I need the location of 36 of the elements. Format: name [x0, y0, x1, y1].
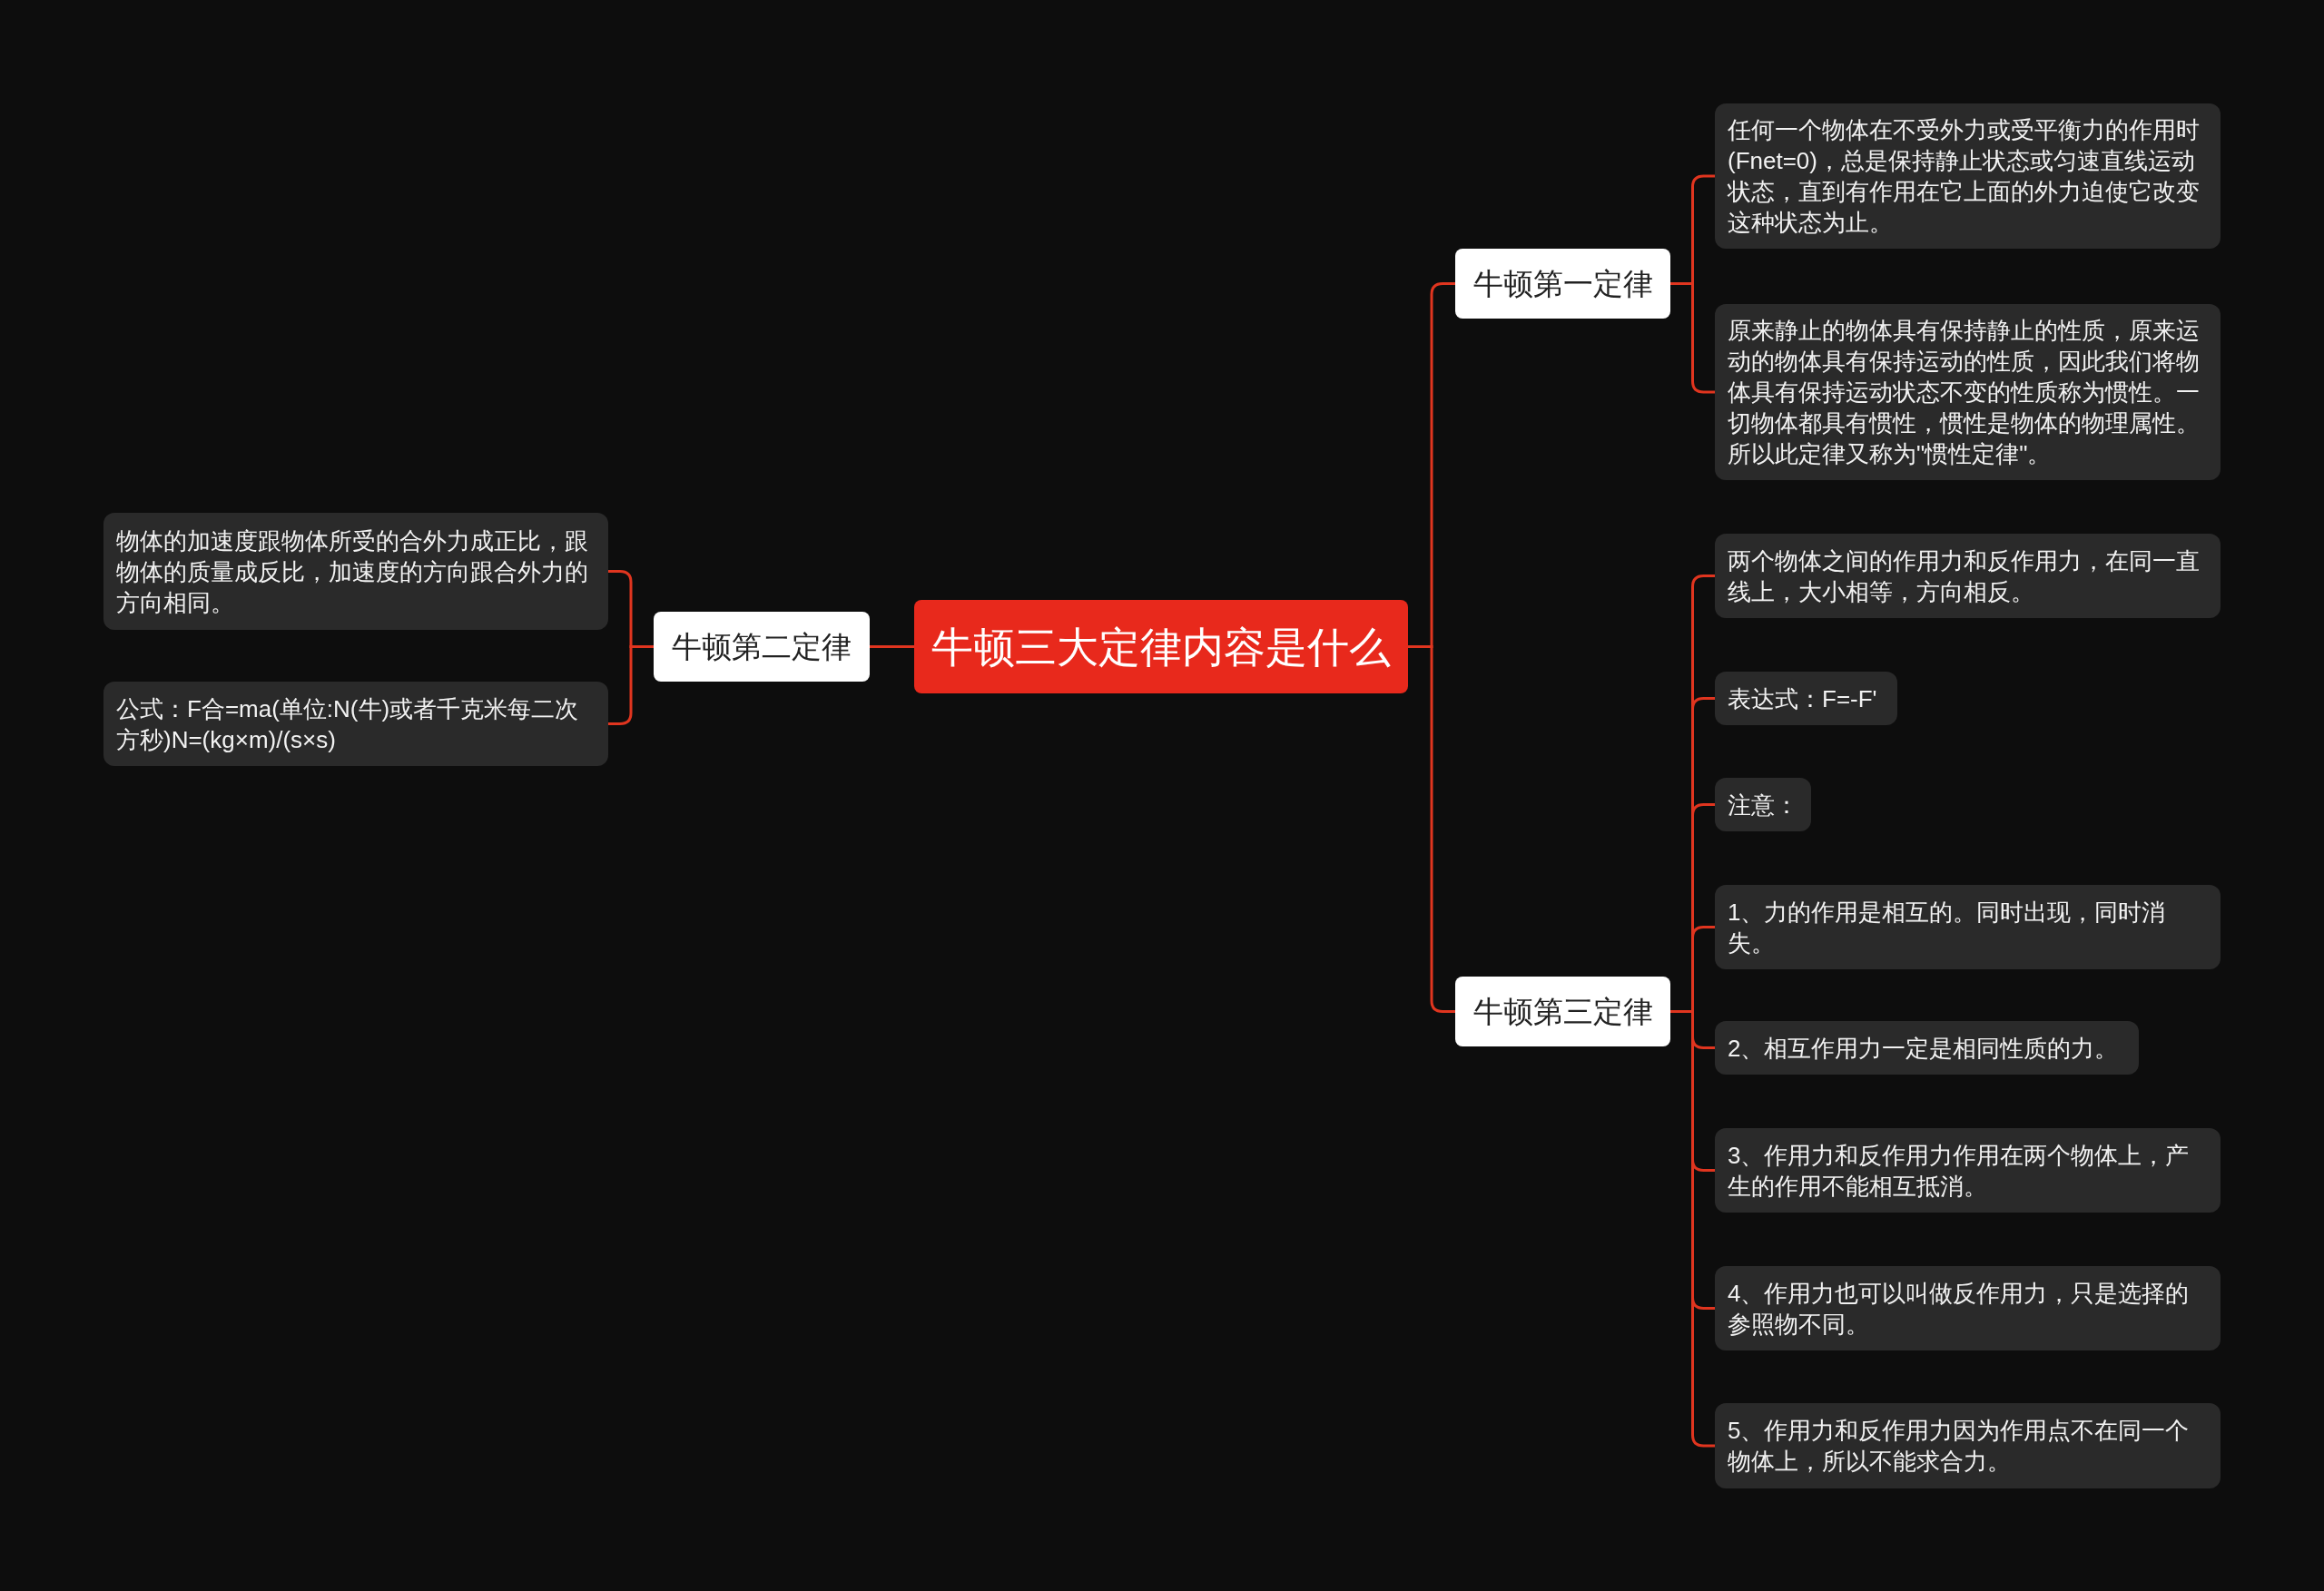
- node-text: 物体的加速度跟物体所受的合外力成正比，跟物体的质量成反比，加速度的方向跟合外力的方向相同。: [116, 525, 589, 618]
- node-text: 牛顿第二定律: [672, 628, 852, 665]
- topic-box: [1455, 977, 1670, 1046]
- node-text: 1、力的作用是相互的。同时出现，同时消失。: [1728, 897, 2167, 958]
- root-topic-box: [914, 600, 1408, 693]
- node-text: 4、作用力也可以叫做反作用力，只是选择的参照物不同。: [1728, 1278, 2191, 1340]
- text-box: [1715, 778, 1811, 831]
- node-text: 3、作用力和反作用力作用在两个物体上，产生的作用不能相互抵消。: [1728, 1140, 2191, 1202]
- text-box: [1715, 885, 2221, 969]
- text-box: [1715, 304, 2221, 480]
- node-text: 牛顿第三定律: [1472, 993, 1653, 1030]
- node-text: 两个物体之间的作用力和反作用力，在同一直线上，大小相等，方向相反。: [1728, 545, 2201, 607]
- node-text: 公式：F合=ma(单位:N(牛)或者千克米每二次方秒)N=(kg×m)/(s×s): [116, 693, 580, 755]
- node-text: 注意：: [1728, 790, 1798, 820]
- text-box: [1715, 1128, 2221, 1213]
- text-box: [1715, 103, 2221, 249]
- text-box: [103, 682, 608, 766]
- text-box: [1715, 1403, 2221, 1488]
- text-box: [1715, 534, 2221, 618]
- node-text: 2、相互作用力一定是相同性质的力。: [1728, 1033, 2119, 1064]
- node-text: 任何一个物体在不受外力或受平衡力的作用时(Fnet=0)，总是保持静止状态或匀速直线运动状态，直到有作用在它上面的外力迫使它改变这种状态为止。: [1728, 115, 2201, 238]
- text-box: [1715, 1266, 2221, 1350]
- node-text: 牛顿三大定律内容是什么: [931, 622, 1391, 673]
- connector-line: [870, 645, 914, 648]
- text-box: [1715, 672, 1897, 725]
- node-text: 原来静止的物体具有保持静止的性质，原来运动的物体具有保持运动的性质，因此我们将物体具有保持运动状态不变的性质称为惯性。一切物体都具有惯性，惯性是物体的物理属性。所以此定律又称为"惯性定律"。: [1728, 316, 2201, 469]
- node-text: 5、作用力和反作用力因为作用点不在同一个物体上，所以不能求合力。: [1728, 1416, 2191, 1477]
- topic-box: [1455, 249, 1670, 319]
- node-text: 表达式：F=-F': [1728, 683, 1877, 714]
- node-text: 牛顿第一定律: [1472, 265, 1653, 302]
- topic-box: [654, 612, 870, 682]
- text-box: [1715, 1021, 2139, 1075]
- text-box: [103, 513, 608, 630]
- connector-line: [1408, 645, 1455, 1013]
- connector-line: [608, 645, 654, 725]
- connector-line: [1670, 282, 1715, 394]
